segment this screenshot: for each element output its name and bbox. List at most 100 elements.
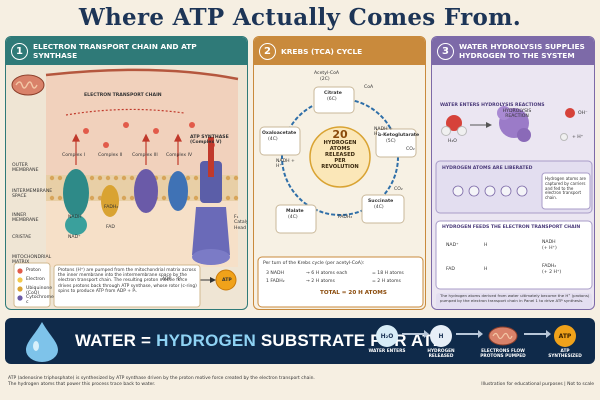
summary-row-2-c: = 2 H atoms <box>372 279 401 284</box>
nadh-akg-label: NADH + H⁺ <box>374 127 393 138</box>
banner-pre: WATER = <box>75 331 157 350</box>
step-water-label: WATER ENTERS <box>368 349 406 354</box>
f1-head-label: F₁ Catalytic Head <box>234 215 247 231</box>
h2o-label: H₂O <box>448 139 457 144</box>
hydrolysis-illustration <box>435 106 593 309</box>
hydrolysis-panel: 3 WATER HYDROLYSIS SUPPLIES HYDROGEN TO … <box>431 36 595 310</box>
summary-title: Per turn of the Krebs cycle (per acetyl-… <box>263 261 365 266</box>
legend-ubiquinone: Ubiquinone (CoQ) <box>26 286 53 297</box>
akg-carbons: (5C) <box>386 139 396 144</box>
akg-label: α-Ketoglutarate <box>378 133 420 138</box>
atp-label: ATP <box>222 278 232 283</box>
acetyl-coa-label: Acetyl-CoA <box>314 71 340 76</box>
etc-label: ELECTRON TRANSPORT CHAIN <box>84 93 162 98</box>
succinate-carbons: (4C) <box>374 205 384 210</box>
center-number: 20 <box>332 128 348 141</box>
step-mitochondrion-icon <box>488 326 518 346</box>
banner-post: SUBSTRATE FOR ATP. <box>255 331 448 350</box>
panel-heading: WATER HYDROLYSIS SUPPLIES HYDROGEN TO TH… <box>459 42 585 60</box>
center-line-5: REVOLUTION <box>321 164 359 170</box>
center-line-4: PER <box>334 158 346 164</box>
step-arrow <box>524 330 551 338</box>
summary-total: TOTAL = 20 H ATOMS <box>320 290 387 296</box>
complex-i-label: Complex I <box>62 153 85 158</box>
fadh2-sub: (+ 2 H⁺) <box>542 270 562 275</box>
malate-carbons: (4C) <box>288 215 298 220</box>
nadh-malate-label: NADH + H⁺ <box>276 159 295 170</box>
etc-panel-header: 1 ELECTRON TRANSPORT CHAIN AND ATP SYNTH… <box>6 37 247 65</box>
reaction-label: HYDROLYSIS REACTION <box>502 109 532 120</box>
enzyme-blob-icon <box>497 106 531 142</box>
summary-row-1-b: → 6 H atoms each <box>306 271 348 276</box>
adp-label: ADP <box>162 277 172 282</box>
succinate-label: Succinate <box>368 199 394 204</box>
complex-i-protein <box>63 169 89 235</box>
center-badge: 20 HYDROGEN ATOMS RELEASED PER REVOLUTIO… <box>312 129 368 170</box>
mitochondrion-icon <box>11 74 45 96</box>
summary-row-1-c: = 18 H atoms <box>372 271 404 276</box>
h-plus-label: + H⁺ <box>572 135 584 140</box>
panel-number: 2 <box>259 42 276 60</box>
panel-heading: KREBS (TCA) CYCLE <box>281 46 363 56</box>
liberated-note: Hydrogen atoms are captured by carriers … <box>545 176 586 201</box>
page-title: Where ATP Actually Comes From. <box>78 4 522 31</box>
co2-label-2: CO₂ <box>394 187 403 192</box>
nad-chip: NAD⁺ <box>446 243 459 248</box>
summary-row-2-a: 1 FADH₂ <box>266 279 285 284</box>
fadh2-label: FADH₂ <box>104 205 119 210</box>
malate-label: Malate <box>286 209 304 214</box>
citrate-label: Citrate <box>324 91 342 96</box>
footer-line-1: ATP (adenosine triphosphate) is synthesi… <box>8 376 315 381</box>
h-chip-2: H <box>484 267 488 272</box>
nadh-label: NADH <box>68 215 82 220</box>
fadh2-cycle-label: FADH₂ <box>338 215 353 220</box>
atp-synthase-label: ATP SYNTHASE (Complex V) <box>190 135 229 146</box>
center-line-2: ATOMS <box>329 146 351 152</box>
etc-note: Protons (H⁺) are pumped from the mitocho… <box>58 268 197 294</box>
nadh-sub: (+ H⁺) <box>542 246 557 251</box>
fadh2-chip: FADH₂ <box>542 264 557 269</box>
nad-label: NAD⁺ <box>68 235 81 240</box>
footer-disclaimer: Illustration for educational purposes | … <box>481 382 594 387</box>
legend-electron: Electron <box>26 277 45 282</box>
banner-headline: WATER = HYDROGEN SUBSTRATE FOR ATP. <box>75 331 447 351</box>
step-hydrogen-icon: H <box>430 325 452 347</box>
summary-row-1-a: 3 NADH <box>266 271 284 276</box>
hydrolysis-panel-header: 3 WATER HYDROLYSIS SUPPLIES HYDROGEN TO … <box>432 37 594 65</box>
legend-proton: Proton <box>26 268 41 273</box>
krebs-cycle-diagram <box>257 86 424 308</box>
step-water-icon: H₂O <box>376 325 398 347</box>
intermembrane-space-label: INTERMEMBRANE SPACE <box>12 189 53 200</box>
complex-ii-label: Complex II <box>98 153 123 158</box>
atp-synthase-protein <box>192 137 230 265</box>
krebs-panel-header: 2 KREBS (TCA) CYCLE <box>254 37 425 65</box>
step-arrow <box>402 330 429 338</box>
complex-ii-protein <box>101 185 119 217</box>
co2-label-1: CO₂ <box>406 147 415 152</box>
step-arrow <box>456 330 483 338</box>
water-drop-icon <box>26 322 58 362</box>
etc-illustration <box>11 68 239 308</box>
coa-label: CoA <box>364 85 374 90</box>
step-electrons-label: ELECTRONS FLOW PROTONS PUMPED <box>480 349 526 359</box>
complex-iii-label: Complex III <box>132 153 158 158</box>
step-atp-label: ATP SYNTHESIZED <box>548 349 582 359</box>
oxaloacetate-carbons: (4C) <box>268 137 278 142</box>
citrate-carbons: (6C) <box>327 97 337 102</box>
complex-iii-protein <box>134 169 158 213</box>
feeds-title: HYDROGEN FEEDS THE ELECTRON TRANSPORT CH… <box>442 225 581 230</box>
liberated-title: HYDROGEN ATOMS ARE LIBERATED <box>442 166 533 171</box>
step-atp-icon: ATP <box>554 325 576 347</box>
step-hydrogen-label: HYDROGEN RELEASED <box>427 349 455 359</box>
etc-panel: 1 ELECTRON TRANSPORT CHAIN AND ATP SYNTH… <box>5 36 248 310</box>
acetyl-carbons: (2C) <box>320 77 330 82</box>
center-line-1: HYDROGEN <box>323 140 357 146</box>
banner-hydrogen: HYDROGEN <box>156 331 256 350</box>
oh-label: OH⁻ <box>578 111 588 116</box>
legend-cytochrome: Cytochrome c <box>26 295 54 306</box>
panel-heading: ELECTRON TRANSPORT CHAIN AND ATP SYNTHAS… <box>33 42 197 60</box>
fad-chip: FAD <box>446 267 455 272</box>
panel-number: 3 <box>437 42 454 60</box>
nadh-chip: NADH <box>542 240 556 245</box>
water-molecule-icon <box>441 115 467 136</box>
